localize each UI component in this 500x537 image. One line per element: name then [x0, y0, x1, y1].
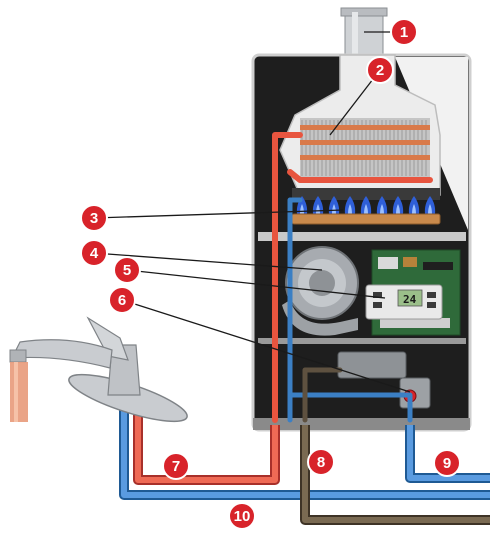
control-panel-icon: 24: [365, 284, 443, 320]
callout-10: 10: [228, 502, 256, 530]
flame: [376, 196, 388, 214]
flame: [328, 196, 340, 214]
flame: [392, 196, 404, 214]
callout-5: 5: [113, 256, 141, 284]
display-readout: 24: [403, 293, 417, 306]
callout-number: 4: [90, 245, 99, 262]
water-stream-icon: [10, 362, 28, 422]
flame: [344, 196, 356, 214]
faucet-icon: [9, 316, 188, 423]
callout-6: 6: [108, 286, 136, 314]
flame-icon: [296, 196, 436, 214]
callouts: 1 2 3 4 5 6 7 8 9 10: [80, 18, 461, 530]
external-piping: [119, 410, 490, 525]
blower-fan: [282, 246, 359, 336]
callout-number: 10: [234, 508, 251, 525]
exchanger-fins: [301, 120, 427, 176]
callout-4: 4: [80, 239, 108, 267]
callout-number: 7: [172, 458, 180, 475]
callout-number: 9: [443, 455, 451, 472]
callout-number: 5: [123, 262, 131, 279]
callout-7: 7: [162, 452, 190, 480]
callout-number: 1: [400, 24, 408, 41]
internal-piping: [272, 132, 433, 423]
leader-lines: [93, 31, 411, 393]
flame: [424, 196, 436, 214]
flame: [360, 196, 372, 214]
flame: [408, 196, 420, 214]
callout-2: 2: [366, 56, 394, 84]
callout-1: 1: [390, 18, 418, 46]
burner: [291, 188, 441, 225]
callout-number: 8: [317, 454, 325, 471]
callout-8: 8: [307, 448, 335, 476]
flame: [312, 196, 324, 214]
callout-3: 3: [80, 204, 108, 232]
callout-number: 2: [376, 62, 384, 79]
exhaust-flue: [340, 7, 388, 61]
heat-exchanger: [279, 54, 441, 196]
callout-number: 6: [118, 292, 126, 309]
callout-9: 9: [433, 449, 461, 477]
callout-number: 3: [90, 210, 98, 227]
